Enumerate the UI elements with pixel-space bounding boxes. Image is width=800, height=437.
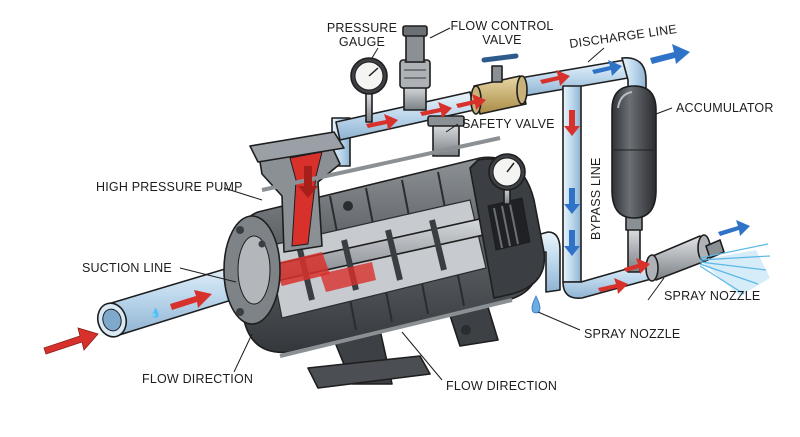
flow-arrow-icon: [624, 258, 650, 274]
droplet-icon: [531, 295, 541, 314]
accumulator: [611, 85, 657, 231]
flow-arrow-icon: [564, 188, 580, 214]
label-flow-control-valve: FLOW CONTROL: [450, 19, 553, 33]
spray-nozzle-assembly: [645, 234, 725, 282]
pressure-gauge: [350, 57, 388, 123]
label-high-pressure-pump: HIGH PRESSURE PUMP: [96, 180, 243, 194]
flow-arrow-icon: [718, 220, 750, 236]
label-bypass-line: BYPASS LINE: [589, 157, 603, 240]
flow-arrow-icon: [366, 114, 398, 130]
label-accumulator: ACCUMULATOR: [676, 101, 774, 115]
flow-arrow-icon: [420, 102, 452, 118]
label-pressure-gauge-2: GAUGE: [339, 35, 385, 49]
flow-arrow-icon: [564, 110, 580, 136]
label-suction-line: SUCTION LINE: [82, 261, 172, 275]
flow-arrow-icon: [598, 278, 628, 294]
pump-pressure-gauge: [488, 153, 526, 205]
water-symbol-icon: 💧: [150, 307, 161, 318]
relief-valve: [399, 25, 431, 111]
high-pressure-pump: [223, 131, 546, 389]
label-pressure-gauge: PRESSURE: [327, 21, 397, 35]
label-spray-nozzle-bottom: SPRAY NOZZLE: [584, 327, 680, 341]
leader-lines: [179, 27, 673, 381]
flow-arrow-icon: [170, 290, 212, 310]
label-flow-direction-left: FLOW DIRECTION: [142, 372, 253, 386]
flow-arrow-icon: [43, 327, 99, 355]
label-flow-control-valve-2: VALVE: [482, 33, 521, 47]
flow-arrows: [43, 44, 750, 355]
flow-arrow-icon: [592, 60, 622, 76]
label-spray-nozzle-right: SPRAY NOZZLE: [664, 289, 760, 303]
label-flow-direction-bottom: FLOW DIRECTION: [446, 379, 557, 393]
flow-arrow-icon: [456, 94, 486, 110]
flow-arrow-icon: [564, 230, 580, 256]
flow-arrow-icon: [650, 44, 690, 64]
flow-arrow-icon: [540, 70, 570, 86]
water-spray: [699, 243, 771, 296]
label-safety-valve: SAFETY VALVE: [462, 117, 555, 131]
flow-arrow-icon: [298, 166, 318, 198]
label-discharge-line: DISCHARGE LINE: [568, 22, 677, 51]
